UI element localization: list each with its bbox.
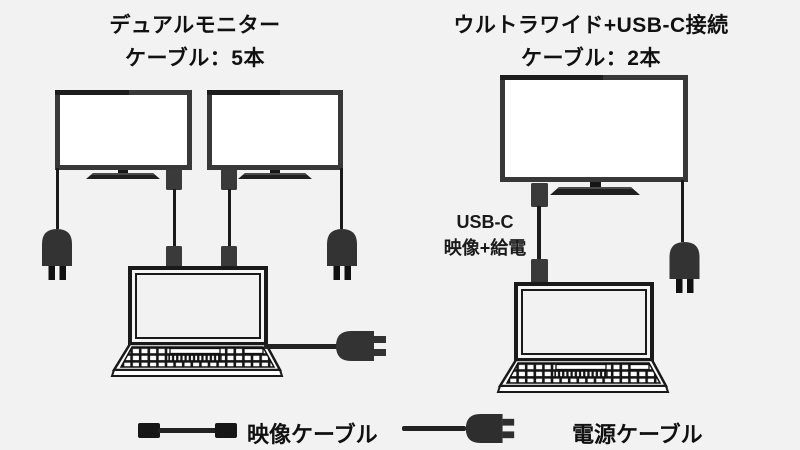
left-title-line2: ケーブル：5本 (125, 46, 265, 70)
monitor-frame-shade (500, 75, 604, 80)
legend-video-connector-icon (138, 423, 160, 438)
monitor-stand-icon (238, 170, 312, 179)
power-plug-icon (336, 331, 386, 361)
power-plug-icon (669, 242, 700, 293)
video-connector-icon (221, 246, 237, 268)
usbc-label-line1: USB-C (456, 212, 514, 232)
usb-c-cable-line (537, 206, 541, 261)
right-title-line2: ケーブル：2本 (521, 46, 661, 70)
video-connector-icon (221, 169, 237, 190)
monitor-frame-shade (207, 90, 281, 95)
video-connector-icon (166, 246, 182, 268)
usb-c-connector-icon (531, 259, 548, 283)
legend-power-cable-line (402, 426, 466, 431)
video-connector-icon (166, 169, 182, 190)
usb-c-connector-icon (531, 183, 548, 207)
power-cable-line (681, 180, 684, 242)
usbc-label-line2: 映像+給電 (443, 238, 527, 259)
legend-video-cable-label: 映像ケーブル (247, 422, 378, 447)
power-cable-line (340, 168, 343, 229)
legend-power-cable-label: 電源ケーブル (572, 422, 703, 447)
right-section-title: ウルトラワイド+USB-C接続 ケーブル：2本 (421, 10, 761, 75)
laptop-icon (496, 282, 670, 393)
left-monitor-1-icon (55, 90, 192, 170)
legend-video-connector-icon (215, 423, 237, 438)
right-title-line1: ウルトラワイド+USB-C接続 (453, 14, 729, 37)
power-plug-icon (42, 229, 72, 280)
monitor-frame-shade (55, 90, 129, 95)
ultrawide-monitor-icon (500, 75, 688, 182)
legend-video-cable-line (158, 428, 217, 433)
video-cable-line (173, 189, 176, 247)
usbc-cable-label: USB-C 映像+給電 (420, 209, 550, 261)
video-cable-line (228, 189, 231, 247)
power-cable-line (264, 344, 338, 349)
left-section-title: デュアルモニター ケーブル：5本 (45, 10, 345, 75)
monitor-stand-icon (550, 182, 640, 195)
power-cable-line (56, 168, 59, 229)
left-monitor-2-icon (207, 90, 343, 170)
monitor-stand-icon (86, 170, 160, 179)
left-title-line1: デュアルモニター (109, 14, 281, 37)
laptop-icon (110, 266, 284, 377)
legend-power-plug-icon (465, 414, 515, 443)
power-plug-icon (327, 229, 357, 280)
